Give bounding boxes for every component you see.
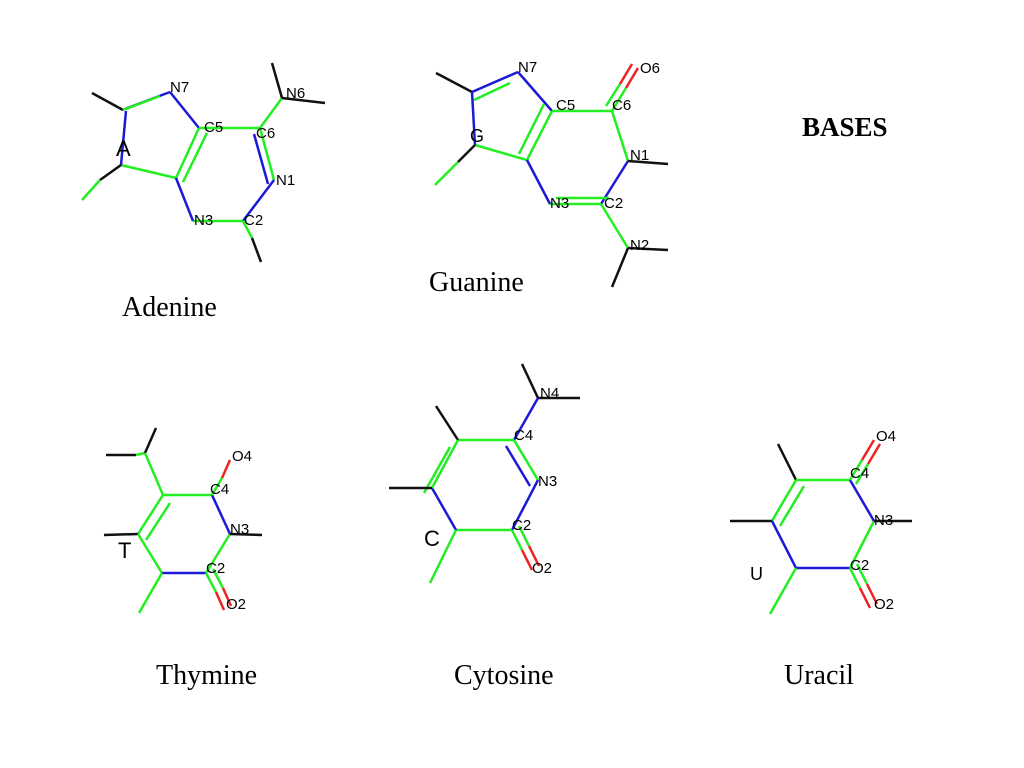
cytosine-structure: N4 C4 N3 C2 O2 C [389, 363, 580, 584]
cytosine-atom-n4: N4 [540, 385, 559, 402]
adenine-atom-c6: C6 [256, 125, 275, 142]
thymine-structure: O4 C4 N3 C2 O2 T [103, 427, 263, 614]
uracil-atom-o4: O4 [876, 428, 896, 445]
adenine-atom-n1: N1 [276, 172, 295, 189]
guanine-atom-n2: N2 [630, 237, 649, 254]
thymine-atom-o2: O2 [226, 596, 246, 613]
uracil-letter: U [750, 564, 763, 584]
cytosine-atom-c2: C2 [512, 517, 531, 534]
guanine-atom-n1: N1 [630, 147, 649, 164]
thymine-atom-o4: O4 [232, 448, 252, 465]
adenine-atom-n6: N6 [286, 85, 305, 102]
thymine-caption: Thymine [156, 660, 258, 691]
cytosine-letter: C [424, 526, 440, 551]
uracil-structure: O4 C4 N3 C2 O2 U [730, 428, 912, 615]
cytosine-atom-o2: O2 [532, 560, 552, 577]
guanine-atom-c2: C2 [604, 195, 623, 212]
cytosine-atom-n3: N3 [538, 473, 557, 490]
uracil-atom-n3: N3 [874, 512, 893, 529]
guanine-atom-c6: C6 [612, 97, 631, 114]
guanine-caption: Guanine [429, 267, 524, 298]
guanine-atom-o6: O6 [640, 60, 660, 77]
adenine-atom-n7: N7 [170, 79, 189, 96]
adenine-atom-c5: C5 [204, 119, 223, 136]
uracil-atom-o2: O2 [874, 596, 894, 613]
adenine-letter: A [116, 136, 131, 161]
guanine-atom-n7: N7 [518, 59, 537, 76]
guanine-structure: N7 O6 C5 C6 N1 N3 C2 N2 G [434, 59, 669, 288]
adenine-structure: N7 N6 C5 C6 N1 N3 C2 A [81, 62, 326, 263]
guanine-atom-n3: N3 [550, 195, 569, 212]
thymine-atom-c2: C2 [206, 560, 225, 577]
guanine-atom-c5: C5 [556, 97, 575, 114]
thymine-letter: T [118, 538, 131, 563]
uracil-atom-c2: C2 [850, 557, 869, 574]
thymine-atom-c4: C4 [210, 481, 229, 498]
adenine-atom-n3: N3 [194, 212, 213, 229]
uracil-caption: Uracil [784, 660, 854, 691]
slide-title: BASES [802, 112, 888, 142]
cytosine-caption: Cytosine [454, 660, 554, 691]
adenine-atom-c2: C2 [244, 212, 263, 229]
thymine-atom-n3: N3 [230, 521, 249, 538]
cytosine-atom-c4: C4 [514, 427, 533, 444]
uracil-atom-c4: C4 [850, 465, 869, 482]
adenine-caption: Adenine [122, 292, 217, 323]
guanine-letter: G [470, 126, 484, 146]
